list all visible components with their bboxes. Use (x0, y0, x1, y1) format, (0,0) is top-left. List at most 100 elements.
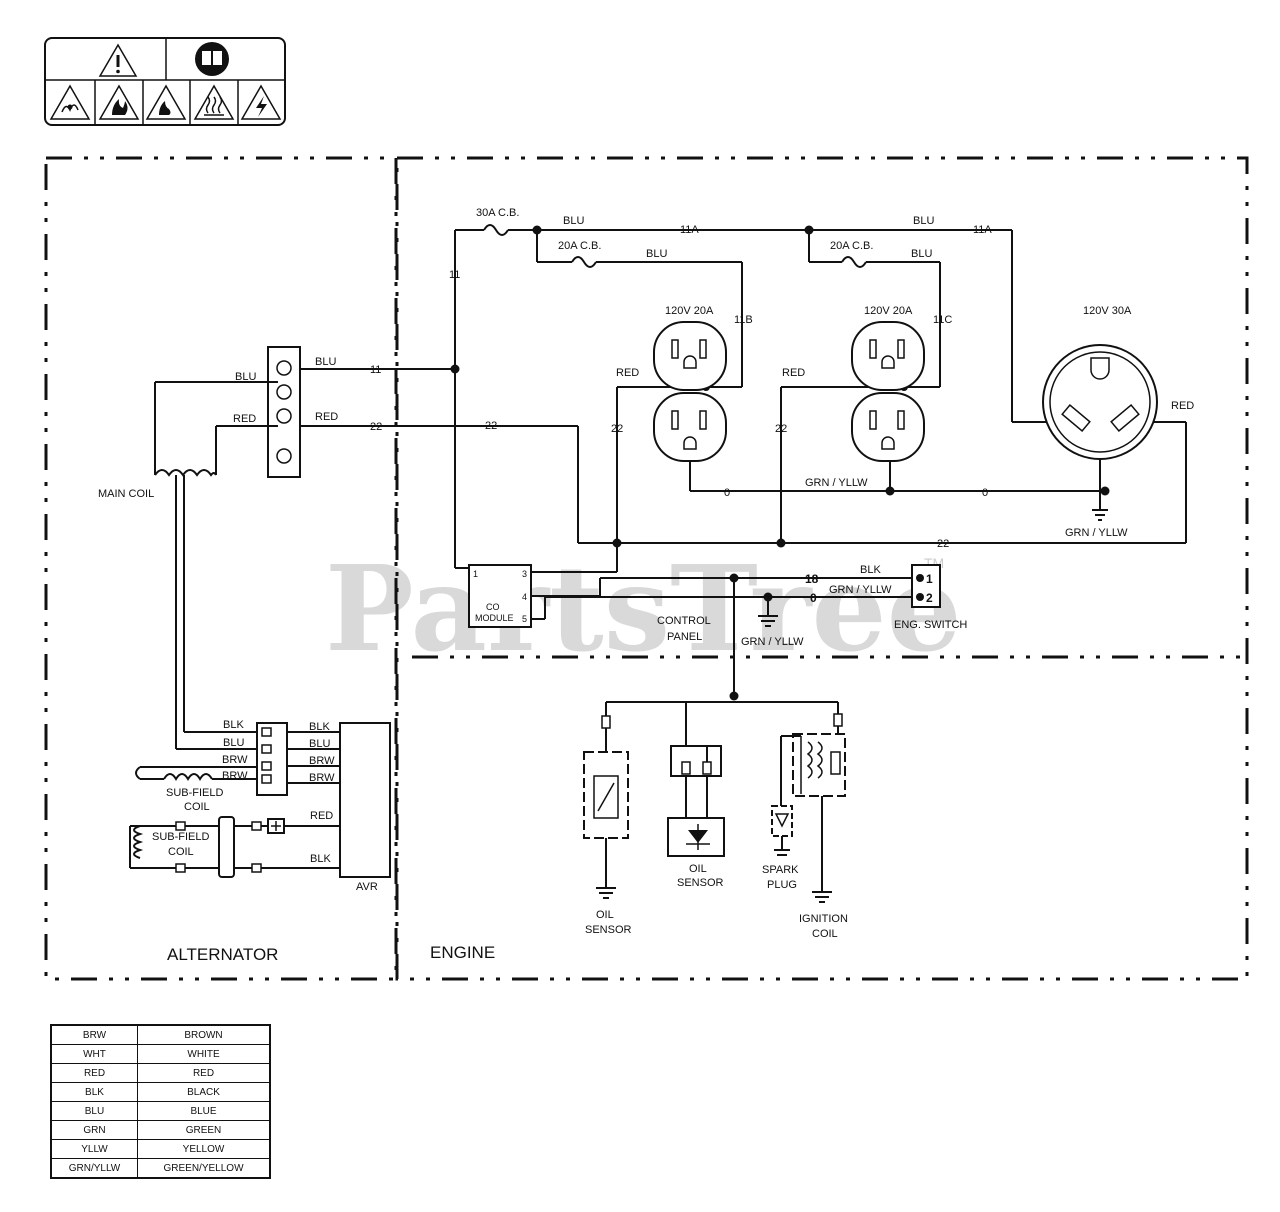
terminal-red-label-right: RED (315, 411, 338, 423)
co-module-label-1: CO (486, 602, 500, 612)
engine-switch-pin-2: 2 (926, 591, 933, 605)
co-module-pin-1: 1 (473, 569, 478, 579)
wire-blu-label-b2: BLU (911, 248, 932, 260)
wire-grn-yllw-label-3: GRN / YLLW (741, 636, 804, 648)
co-module-pin-3: 3 (522, 569, 527, 579)
wire-11c-label: 11C (933, 314, 952, 326)
watermark: PartsTree (325, 539, 962, 678)
wire-11b-label: 11B (734, 314, 753, 326)
legend-full: GREEN (137, 1120, 271, 1140)
outlet-120v-20a-2 (851, 321, 925, 462)
legend-abbr: GRN/YLLW (50, 1158, 138, 1179)
outlet-20a-label-2: 120V 20A (864, 305, 913, 317)
safety-symbols-panel (44, 37, 286, 126)
oil-sensor-right-label-2: SENSOR (677, 877, 724, 889)
fumes-hazard-icon (49, 84, 91, 120)
wire-grn-yllw-label-1: GRN / YLLW (805, 477, 868, 489)
wire-blu-label-top1: BLU (563, 215, 584, 227)
legend-abbr: GRN (50, 1120, 138, 1140)
avr-blk-label-bottom: BLK (310, 853, 331, 865)
sub-field-coil-1-label-1: SUB-FIELD (166, 787, 224, 799)
explosion-hazard-icon (145, 84, 187, 120)
wire-grn-yllw-label-sw: GRN / YLLW (829, 584, 892, 596)
wire-0-label-3: 0 (810, 591, 817, 605)
terminal-blu-label-left: BLU (235, 371, 256, 383)
avr-blk-label-r: BLK (309, 721, 330, 733)
co-module-label-2: MODULE (475, 613, 514, 623)
avr-brw-label-r2: BRW (309, 772, 335, 784)
wire-0-label-1: 0 (724, 487, 730, 499)
hot-surface-icon (193, 84, 235, 120)
wire-blu-label-top2: BLU (913, 215, 934, 227)
terminal-blu-label-right: BLU (315, 356, 336, 368)
wire-grn-yllw-label-2: GRN / YLLW (1065, 527, 1128, 539)
wire-red-label-o3: RED (1171, 400, 1194, 412)
oil-sensor-left-label-2: SENSOR (585, 924, 632, 936)
cb-30a-label: 30A C.B. (476, 207, 519, 219)
sub-field-coil-1-label-2: COIL (184, 801, 210, 813)
legend-abbr: YLLW (50, 1139, 138, 1159)
legend-abbr: BLU (50, 1101, 138, 1121)
wire-blk-label-sw: BLK (860, 564, 881, 576)
legend-full: RED (137, 1063, 271, 1083)
cb-20a-label-2: 20A C.B. (830, 240, 873, 252)
outlet-120v-30a (1042, 344, 1158, 460)
terminal-11-label: 11 (370, 364, 381, 376)
spark-plug-label-1: SPARK (762, 864, 799, 876)
ignition-coil-label-1: IGNITION (799, 913, 848, 925)
avr-red-label: RED (310, 810, 333, 822)
legend-full: BROWN (137, 1024, 271, 1045)
spark-plug-label-2: PLUG (767, 879, 797, 891)
legend-abbr: WHT (50, 1044, 138, 1064)
legend-full: BLUE (137, 1101, 271, 1121)
legend-full: WHITE (137, 1044, 271, 1064)
outlet-20a-label-1: 120V 20A (665, 305, 714, 317)
sub-field-coil-2-label-1: SUB-FIELD (152, 831, 210, 843)
wire-22-label-o2: 22 (775, 423, 787, 435)
oil-sensor-right-label-1: OIL (689, 863, 707, 875)
legend-abbr: RED (50, 1063, 138, 1083)
co-module (468, 564, 532, 628)
wire-11-label-v: 11 (449, 269, 460, 281)
avr-blu-label-r: BLU (309, 738, 330, 750)
avr-brw-label-l2: BRW (222, 770, 248, 782)
wire-blu-label-b1: BLU (646, 248, 667, 260)
avr-brw-label-l1: BRW (222, 754, 248, 766)
legend-full: YELLOW (137, 1139, 271, 1159)
electric-shock-icon (240, 84, 282, 120)
wire-0-label-2: 0 (982, 487, 988, 499)
wire-22-label-bottom: 22 (937, 538, 949, 550)
main-coil-label: MAIN COIL (98, 488, 154, 500)
oil-sensor-left-label-1: OIL (596, 909, 614, 921)
wire-red-label-o2: RED (782, 367, 805, 379)
outlet-120v-20a-1 (653, 321, 727, 462)
engine-switch-pin-1: 1 (926, 572, 933, 586)
wire-22-label-o1: 22 (611, 423, 623, 435)
sub-field-coil-2-label-2: COIL (168, 846, 194, 858)
legend-abbr: BLK (50, 1082, 138, 1102)
outlet-30a-label: 120V 30A (1083, 305, 1132, 317)
alternator-wiring (129, 346, 391, 878)
avr-blu-label-l: BLU (223, 737, 244, 749)
cb-20a-label-1: 20A C.B. (558, 240, 601, 252)
wire-11a-label-1: 11A (680, 224, 699, 236)
section-borders (44, 156, 1249, 981)
legend-abbr: BRW (50, 1024, 138, 1045)
co-module-pin-5: 5 (522, 614, 527, 624)
engine-switch-label: ENG. SWITCH (894, 619, 967, 631)
terminal-22-label: 22 (370, 421, 382, 433)
alternator-section-title: ALTERNATOR (167, 945, 278, 964)
control-panel-label-1: CONTROL (657, 615, 711, 627)
co-module-pin-4: 4 (522, 592, 527, 602)
avr-brw-label-r1: BRW (309, 755, 335, 767)
warning-icon (98, 43, 138, 77)
